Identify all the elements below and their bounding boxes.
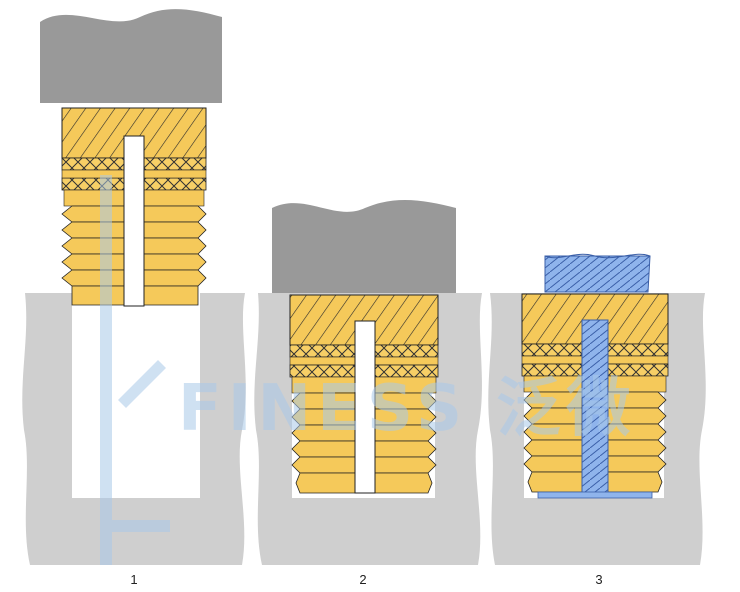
base-block (488, 293, 706, 565)
base-block (22, 293, 246, 565)
step-1-label: 1 (130, 572, 138, 587)
watermark-text: FINESS 泛微 (178, 372, 636, 446)
step-3-panel (488, 253, 706, 565)
step-2-label: 2 (359, 572, 367, 587)
step-3-label: 3 (595, 572, 603, 587)
step-1-panel (22, 9, 246, 565)
threaded-insert-icon (289, 294, 439, 494)
threaded-insert-icon (61, 107, 207, 307)
press-tool-icon (40, 9, 222, 104)
screw-icon (537, 253, 653, 499)
base-block (254, 293, 482, 565)
press-tool-icon (272, 200, 456, 293)
watermark-logo: FINESS 泛微 (100, 175, 636, 565)
step-2-panel (254, 200, 482, 565)
